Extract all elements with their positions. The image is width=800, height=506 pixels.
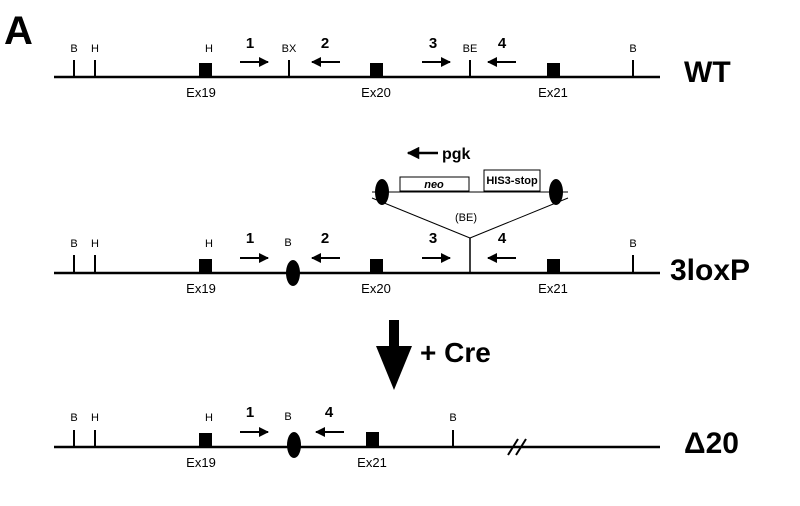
loxp-site [287,432,301,458]
delta-exon-label: Ex19 [186,455,216,470]
loxp-site-label: B [629,238,636,250]
wt-primer-label: 1 [246,35,254,52]
his3-stop-label: HIS3-stop [486,175,538,187]
delta-primer-label: 1 [246,404,254,421]
break-mark [515,438,527,456]
delta-primer-label: 4 [325,404,334,421]
loxp-exon-box [199,259,212,273]
wt-exon-box [199,63,212,77]
loxp-site [549,179,563,205]
loxp-primer-label: 1 [246,230,254,247]
allele-label-delta20: Δ20 [684,427,739,460]
delta-exon-box [199,433,212,447]
loxp-primer-label: 4 [498,230,507,247]
wt-primer-label: 4 [498,35,507,52]
his3-stop-box [483,169,541,192]
delta-exon-label: Ex21 [357,455,387,470]
wt-exon-box [547,63,560,77]
wt-site-label: H [91,43,99,55]
row-wt: B H H BX BE B Ex19 Ex20 Ex21 1 2 3 4 WT [54,35,731,100]
wt-exon-label: Ex20 [361,85,391,100]
delta-site-label: B [70,412,77,424]
row-3loxp: B H H B B Ex19 Ex20 Ex21 1 2 3 4 3loxP [54,230,750,296]
wt-exon-label: Ex21 [538,85,568,100]
wt-site-label: B [629,43,636,55]
insertion-site-label: (BE) [455,212,477,224]
loxp-exon-label: Ex20 [361,281,391,296]
loxp-site-label: B [70,238,77,250]
loxp-site-label: H [205,238,213,250]
loxp-exon-box [547,259,560,273]
loxp-site [375,179,389,205]
targeting-cassette: pgk neo HIS3-stop (BE) [371,146,569,239]
cre-arrow-head [376,346,412,390]
loxp-primer-label: 2 [321,230,329,247]
delta-site-label: B [449,412,456,424]
loxp-exon-label: Ex19 [186,281,216,296]
loxp-site-label: H [91,238,99,250]
cre-arrow-shaft [389,320,399,348]
loxp-primer-label: 3 [429,230,437,247]
delta-site-label: H [91,412,99,424]
wt-exon-label: Ex19 [186,85,216,100]
allele-label-wt: WT [684,56,731,89]
pgk-label: pgk [442,146,471,163]
insertion-guide-right [469,197,569,239]
row-delta20: B H H B B Ex19 Ex21 1 4 Δ20 [54,404,739,470]
loxp-exon-box [370,259,383,273]
insertion-guide-left [371,197,471,239]
neo-box [399,176,470,192]
wt-site-label: H [205,43,213,55]
wt-exon-box [370,63,383,77]
wt-site-label: BX [282,43,297,55]
break-mark [507,438,519,456]
delta-site-label: H [205,412,213,424]
wt-site-label: B [70,43,77,55]
loxp-site-label: B [284,237,291,249]
wt-primer-label: 3 [429,35,437,52]
delta-site-label: B [284,411,291,423]
wt-site-label: BE [463,43,478,55]
loxp-exon-label: Ex21 [538,281,568,296]
cre-recombination: + Cre [376,320,491,390]
panel-label: A [4,9,33,53]
wt-primer-label: 2 [321,35,329,52]
neo-label: neo [424,179,444,191]
cre-label: + Cre [420,337,491,368]
allele-label-3loxp: 3loxP [670,254,750,287]
delta-exon-box [366,432,379,447]
loxp-site [286,260,300,286]
